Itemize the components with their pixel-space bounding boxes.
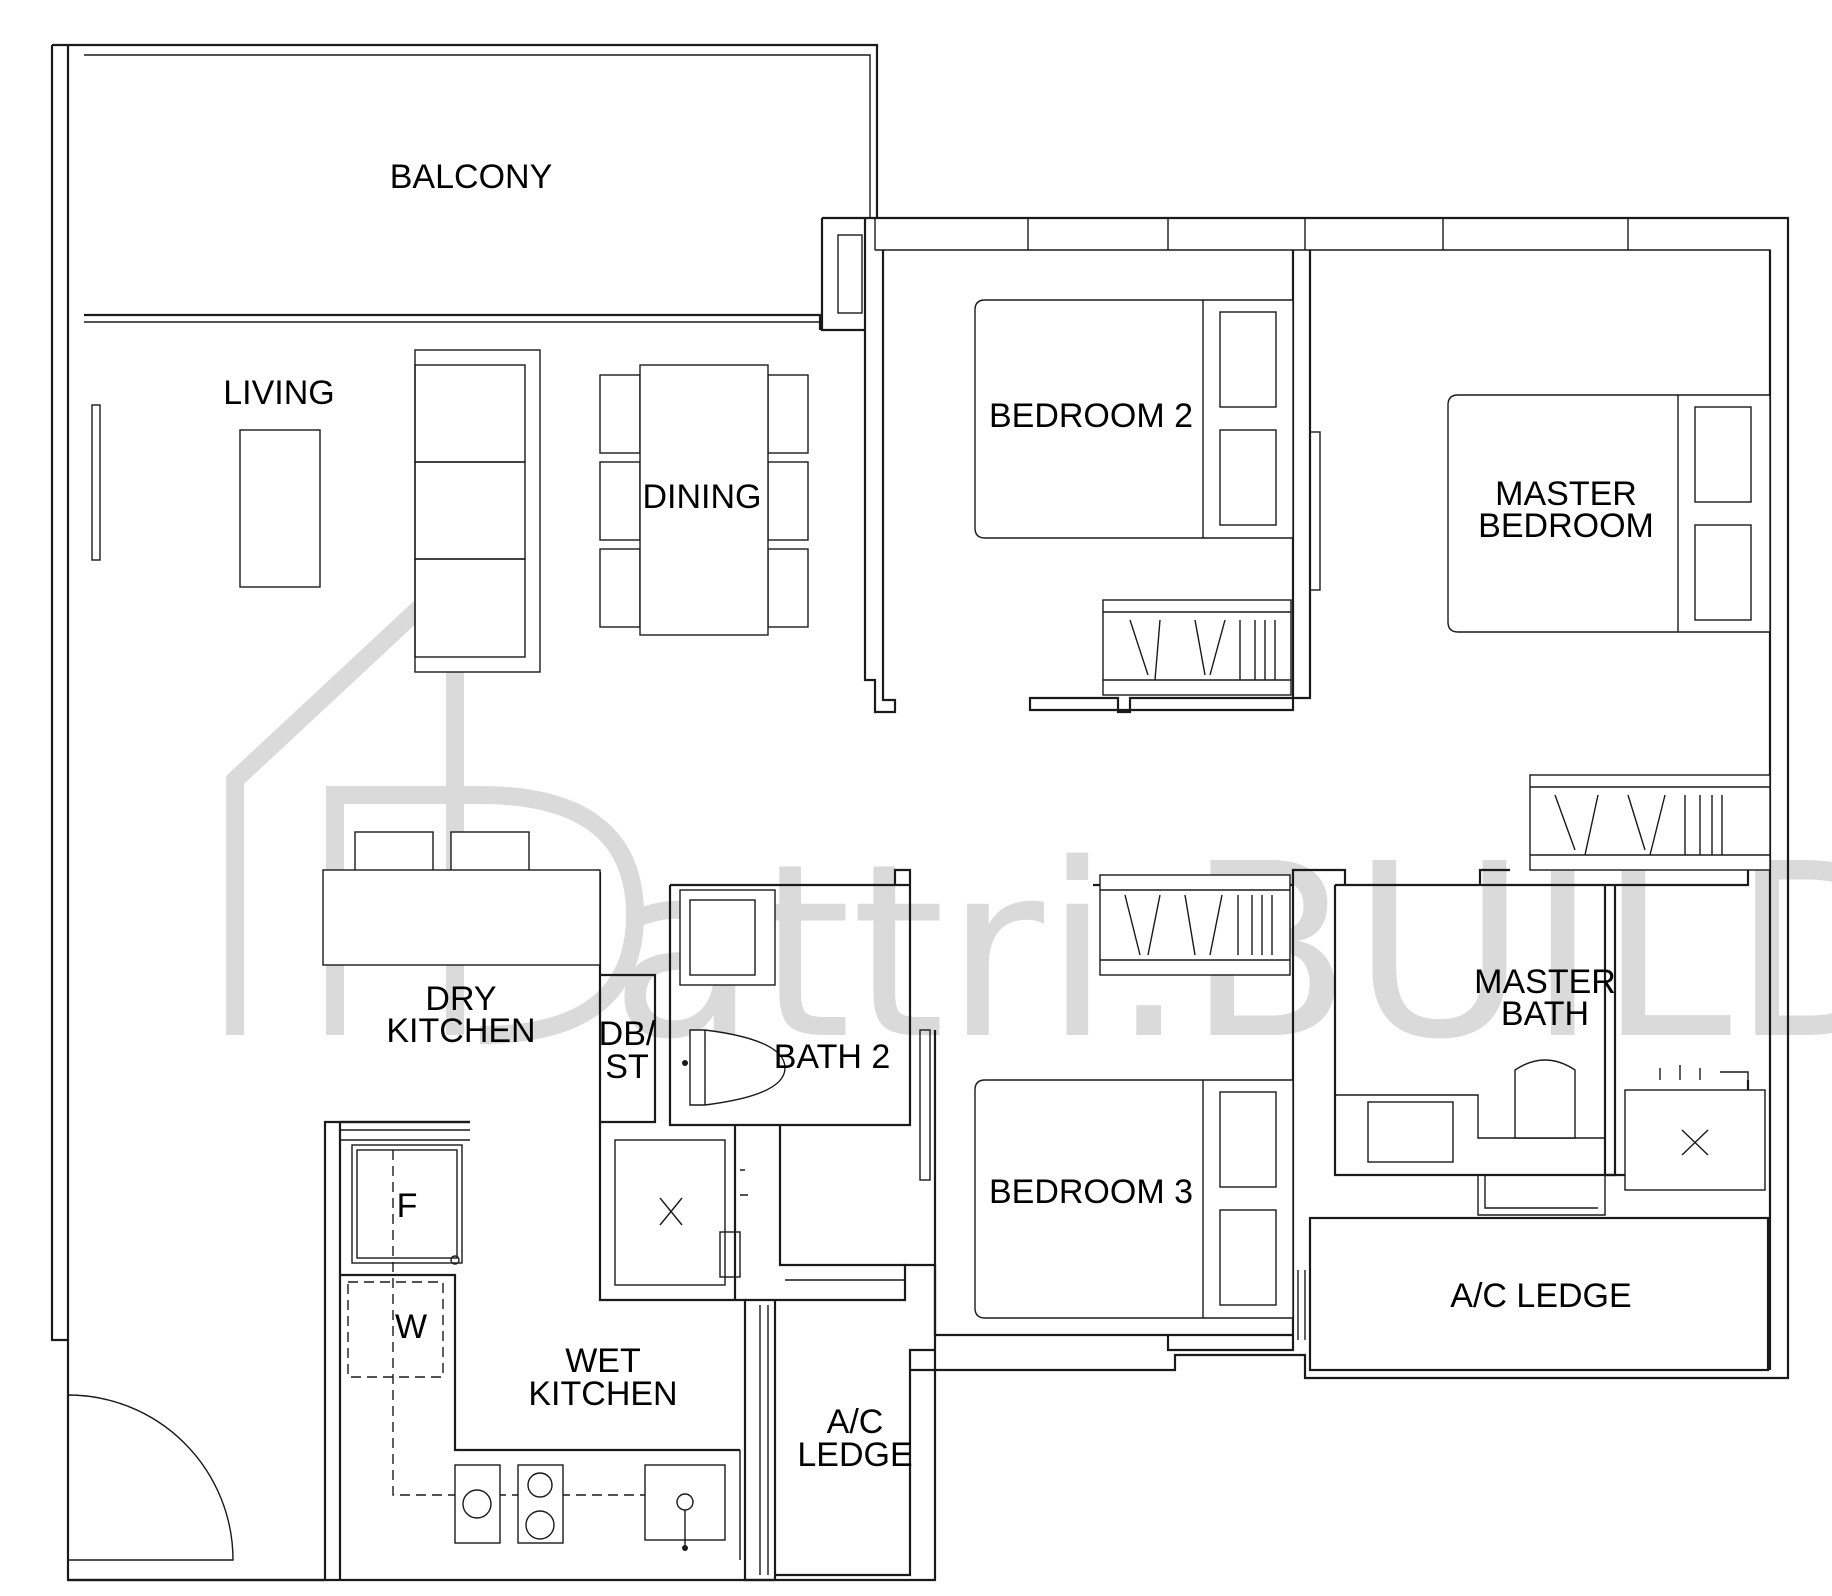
furniture [239,299,1771,1551]
label-wet-kitchen-line2: KITCHEN [528,1375,677,1413]
living-side-door [91,404,101,561]
room-labels: BALCONY LIVING DINING BEDROOM 2 MASTER B… [223,158,1654,1474]
bath2-shower-window [785,1264,905,1281]
master-bath-fixtures [1367,1059,1766,1191]
bedroom2-door [1309,431,1321,591]
shower-master-bath [1624,1089,1766,1191]
wet-kitchen-slit [759,1305,769,1575]
doors [67,404,1321,1575]
kitchen-sink [644,1464,726,1551]
label-master-bath-line1: MASTER [1474,963,1616,1001]
bed-bedroom2 [974,299,1294,539]
label-ac-ledge-bottom-line1: A/C [827,1403,884,1441]
toilet-master-bath [1514,1059,1576,1139]
bed-master [1447,394,1771,633]
label-master-bedroom-line1: MASTER [1495,475,1637,513]
toilet-bath2 [689,1029,786,1106]
label-wet-kitchen-line1: WET [565,1342,641,1380]
fridge [351,1144,463,1265]
label-dining: DINING [643,478,762,516]
bath2-door [919,1029,931,1181]
label-bedroom3: BEDROOM 3 [989,1173,1193,1211]
label-master-bedroom-line2: BEDROOM [1478,507,1654,545]
dining-set [599,364,809,636]
label-washer: W [395,1308,427,1346]
label-db-st-line1: DB/ [599,1015,656,1053]
main-entrance-door-swing [67,1394,234,1561]
label-bath2: BATH 2 [774,1038,891,1076]
label-ac-ledge-bottom-line2: LEDGE [797,1436,912,1474]
label-dry-kitchen-line2: KITCHEN [386,1012,535,1050]
label-fridge: F [397,1187,418,1225]
vanity-master-bath [1367,1101,1454,1163]
bath2-fixtures [614,889,786,1286]
wardrobe-bedroom2 [1102,599,1292,696]
bed-bedroom3 [974,1079,1294,1319]
label-db-st-line2: ST [605,1048,648,1086]
label-dry-kitchen-line1: DRY [425,980,496,1018]
watermark-house-logo [226,554,645,1044]
coffee-table [239,429,321,588]
sofa [414,349,541,673]
label-master-bath-line2: BATH [1501,995,1589,1033]
kitchen-island [322,831,601,966]
label-ac-ledge-right: A/C LEDGE [1450,1277,1631,1315]
stove [454,1464,564,1544]
label-bedroom2: BEDROOM 2 [989,397,1193,435]
service-line [392,1150,720,1496]
wardrobe-bedroom3 [1099,874,1291,976]
label-balcony: BALCONY [390,158,553,196]
wardrobe-master [1529,774,1771,871]
label-living: LIVING [223,374,334,412]
